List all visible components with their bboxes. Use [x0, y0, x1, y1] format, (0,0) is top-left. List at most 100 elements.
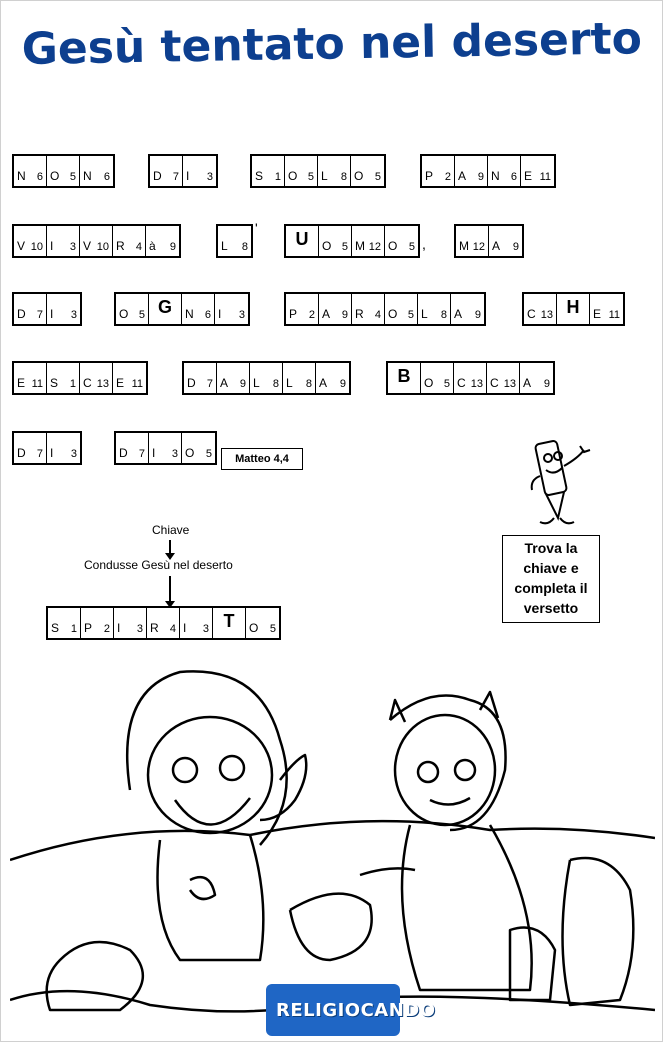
cell-number: 3 [70, 448, 77, 460]
cell-number: 6 [36, 171, 43, 183]
title-text: Gesù tentato nel deserto [22, 18, 642, 75]
cell-letter: N [185, 307, 194, 321]
cell-number: 3 [171, 448, 178, 460]
puzzle-cell[interactable]: H [557, 294, 590, 324]
cell-number: 13 [540, 309, 553, 321]
cell-letter: V [83, 239, 92, 253]
cell-number: 13 [503, 378, 516, 390]
cell-number: 4 [169, 623, 176, 635]
cell-letter: R [116, 239, 125, 253]
cell-letter: P [289, 307, 298, 321]
puzzle-cell[interactable]: B [388, 363, 421, 393]
cell-number: 3 [202, 623, 209, 635]
puzzle-cell[interactable]: G [149, 294, 182, 324]
cell-letter: P [84, 621, 93, 635]
cell-number: 9 [169, 241, 176, 253]
cell-number: 10 [30, 241, 43, 253]
cell-number: 3 [69, 241, 76, 253]
cell-letter: I [117, 621, 121, 635]
cell-letter: M [459, 239, 469, 253]
cell-number: 7 [36, 309, 43, 321]
puzzle-cell[interactable]: U [286, 226, 319, 256]
reference-box: Matteo 4,4 [221, 448, 303, 470]
cell-number: 11 [31, 378, 43, 390]
cell-letter: A [220, 376, 229, 390]
cell-letter: L [253, 376, 260, 390]
cell-number: 8 [305, 378, 312, 390]
cell-number: 1 [274, 171, 281, 183]
puzzle-cell[interactable]: T [213, 608, 246, 638]
cell-letter: D [119, 446, 128, 460]
arrow-down-icon [165, 540, 175, 560]
cell-number: 11 [131, 378, 143, 390]
cell-number: 8 [340, 171, 347, 183]
